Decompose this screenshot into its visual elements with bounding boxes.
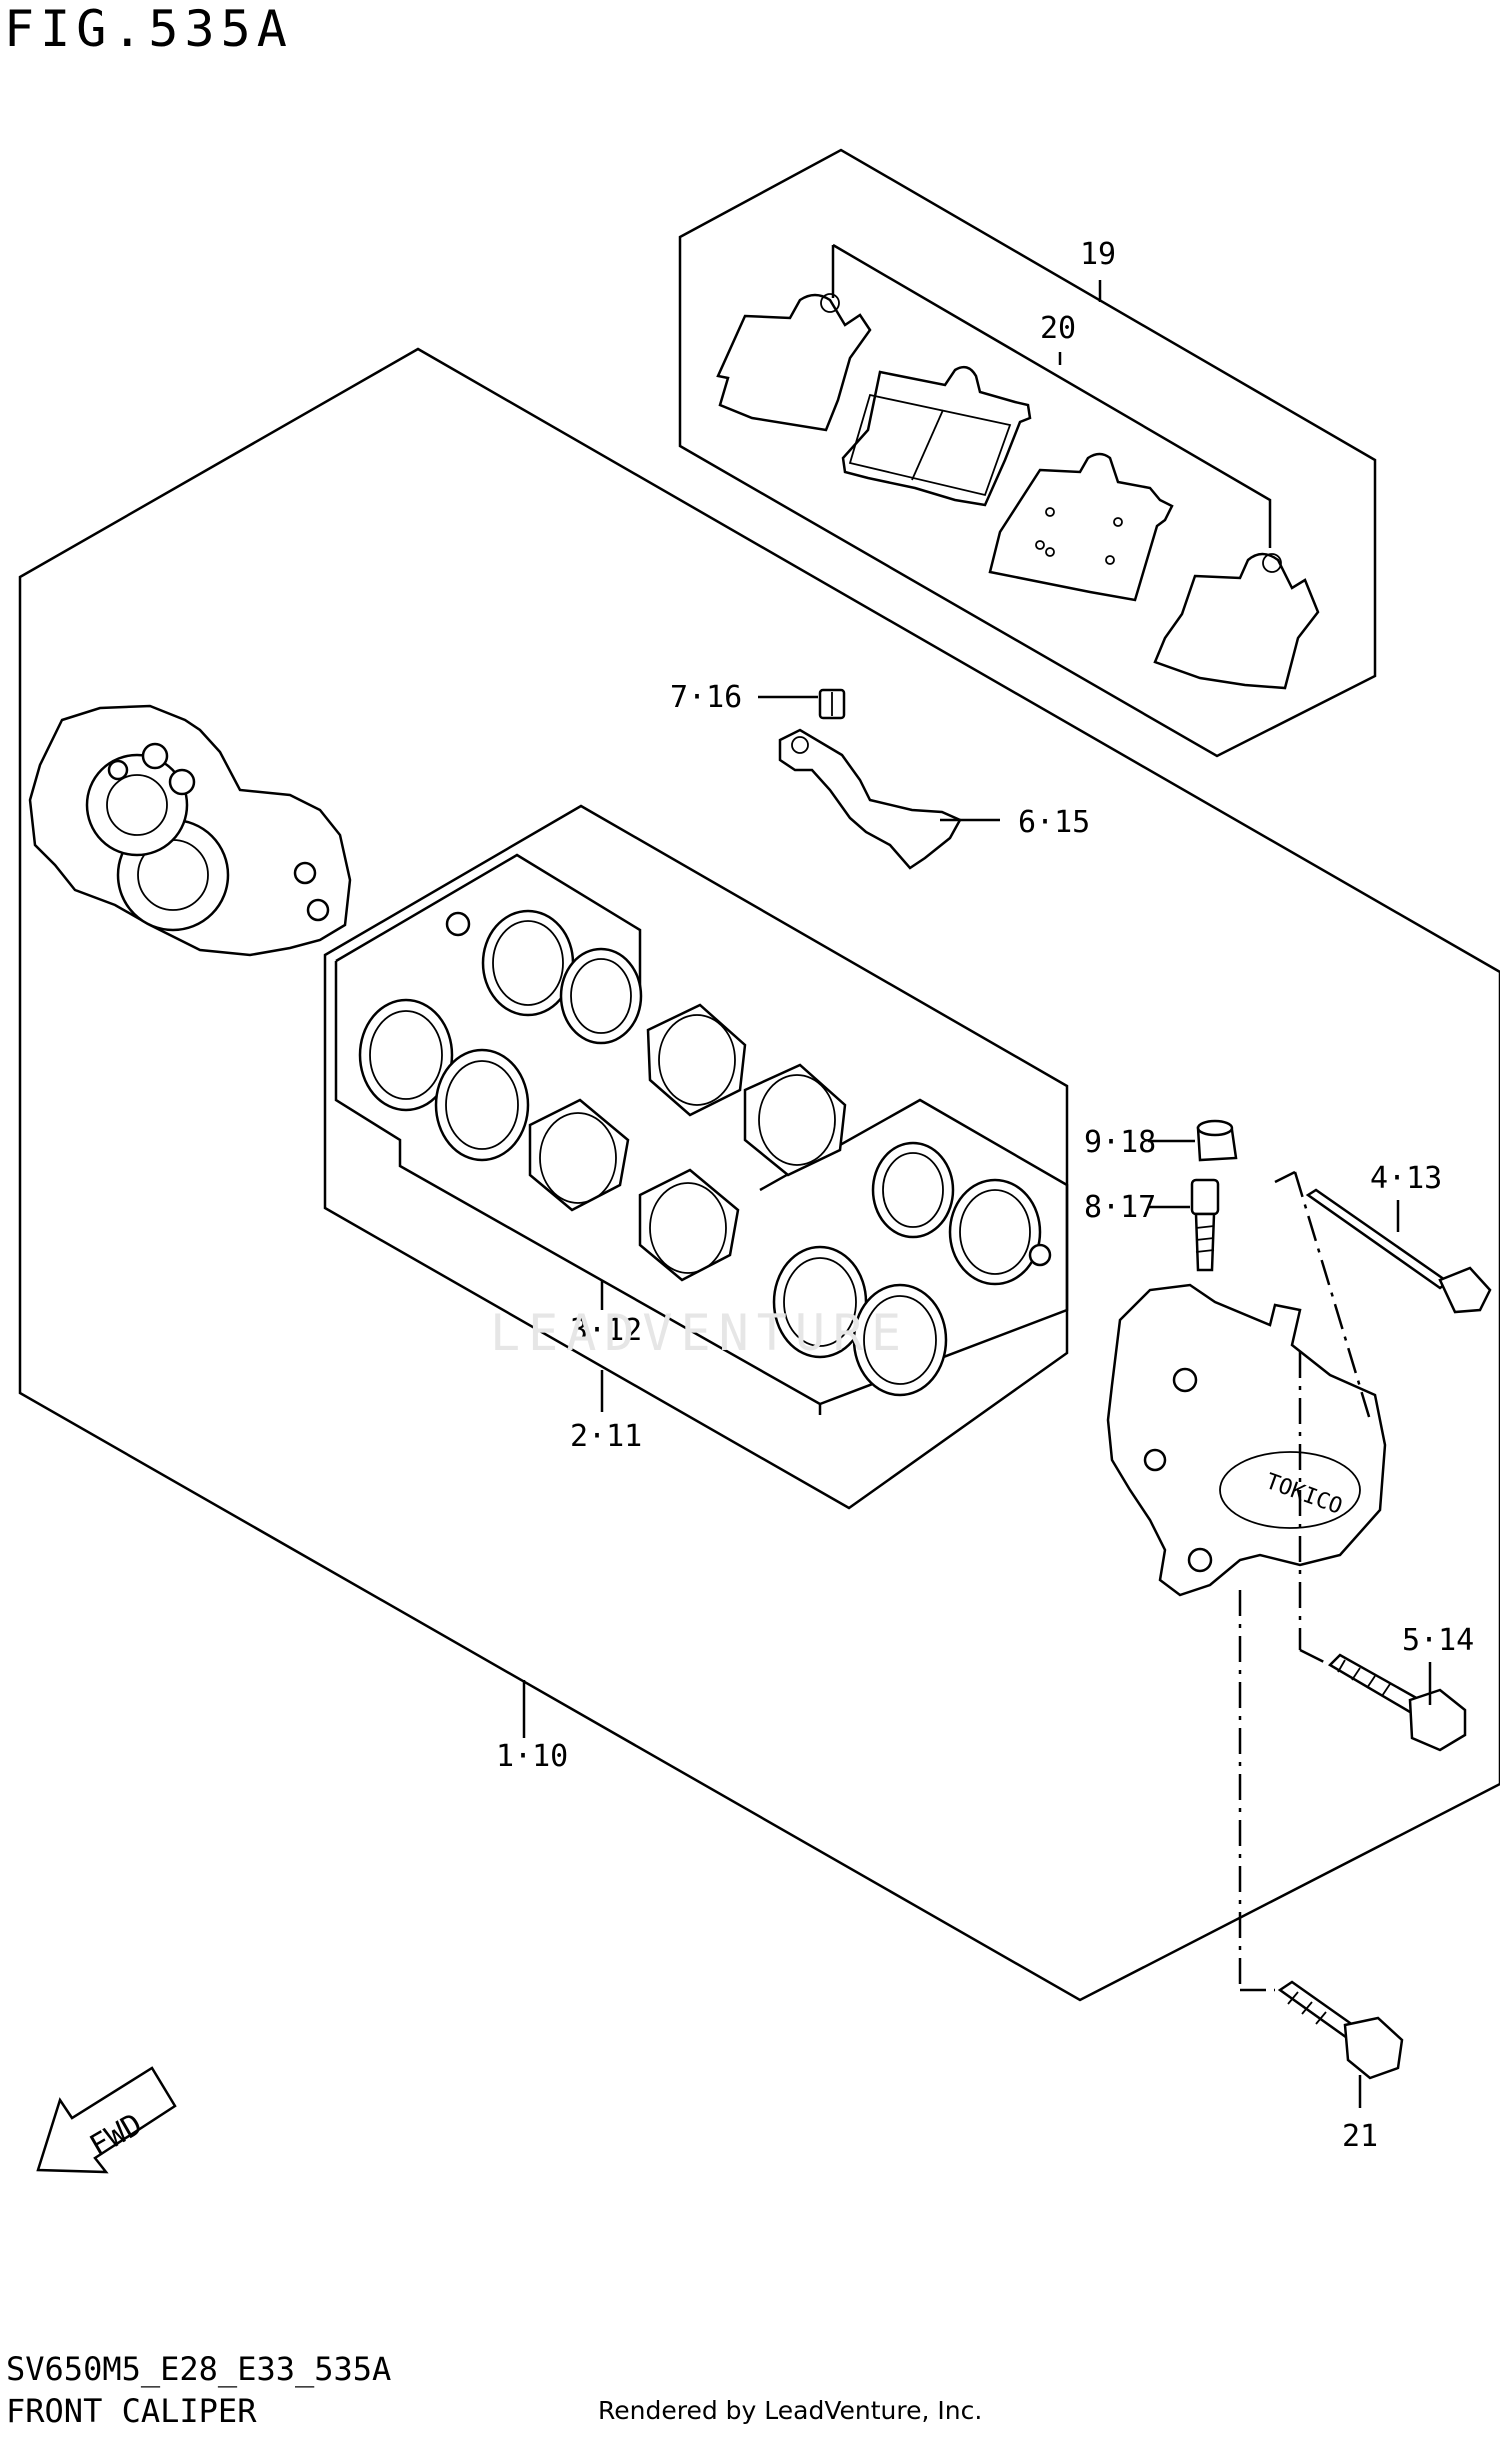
seal-kit-outline-lower bbox=[334, 961, 822, 1415]
callout-leaders bbox=[522, 280, 1432, 2108]
caliper-body-inner: TOKICO bbox=[1106, 1283, 1387, 1597]
render-credit: Rendered by LeadVenture, Inc. bbox=[598, 2396, 983, 2425]
callout-9-18: 9·18 bbox=[1084, 1125, 1156, 1160]
callout-3-12: 3·12 bbox=[570, 1313, 642, 1348]
bleeder-cap bbox=[1196, 1119, 1238, 1162]
caliper-assembly-outline bbox=[18, 347, 1500, 2002]
bleeder-screw bbox=[1190, 1178, 1220, 1272]
diagram-caption: FRONT CALIPER bbox=[6, 2392, 257, 2430]
pad-set-group-outline bbox=[678, 148, 1377, 758]
callout-2-11: 2·11 bbox=[570, 1419, 642, 1454]
pad-subgroup-top-line bbox=[832, 243, 1272, 548]
callout-19: 19 bbox=[1080, 237, 1116, 272]
brake-pad-left bbox=[841, 365, 1032, 507]
figure-title: FIG.535A bbox=[4, 0, 293, 58]
callout-8-17: 8·17 bbox=[1084, 1190, 1156, 1225]
callout-20: 20 bbox=[1040, 311, 1076, 346]
forward-direction-arrow: FWD bbox=[36, 2066, 177, 2174]
pad-pin bbox=[1305, 1188, 1492, 1314]
callout-21: 21 bbox=[1342, 2119, 1378, 2154]
callout-5-14: 5·14 bbox=[1402, 1623, 1474, 1658]
seal-kit-outline-right bbox=[759, 1098, 1069, 1406]
seal-kit-outline bbox=[335, 853, 642, 1000]
pistons bbox=[528, 1003, 847, 1282]
callout-7-16: 7·16 bbox=[670, 680, 742, 715]
alignment-lines bbox=[1238, 1170, 1372, 1992]
mounting-bolt bbox=[1277, 1980, 1404, 2080]
brake-pad-shim-left bbox=[716, 293, 872, 432]
caliper-bolt-upper bbox=[1327, 1653, 1467, 1752]
caliper-body-outer bbox=[28, 704, 352, 957]
pad-pin-bolt bbox=[818, 688, 846, 720]
callout-6-15: 6·15 bbox=[1018, 805, 1090, 840]
watermark-text: LEADVENTURE bbox=[490, 1304, 909, 1362]
brake-pad-shim-right bbox=[1153, 552, 1320, 690]
model-code: SV650M5_E28_E33_535A bbox=[6, 2350, 392, 2388]
piston-seals bbox=[358, 909, 1052, 1397]
piston-kit-outline bbox=[323, 804, 1069, 1510]
callout-4-13: 4·13 bbox=[1370, 1161, 1442, 1196]
pad-spring bbox=[778, 728, 1000, 870]
brake-pad-right bbox=[988, 452, 1174, 602]
callout-1-10: 1·10 bbox=[496, 1739, 568, 1774]
